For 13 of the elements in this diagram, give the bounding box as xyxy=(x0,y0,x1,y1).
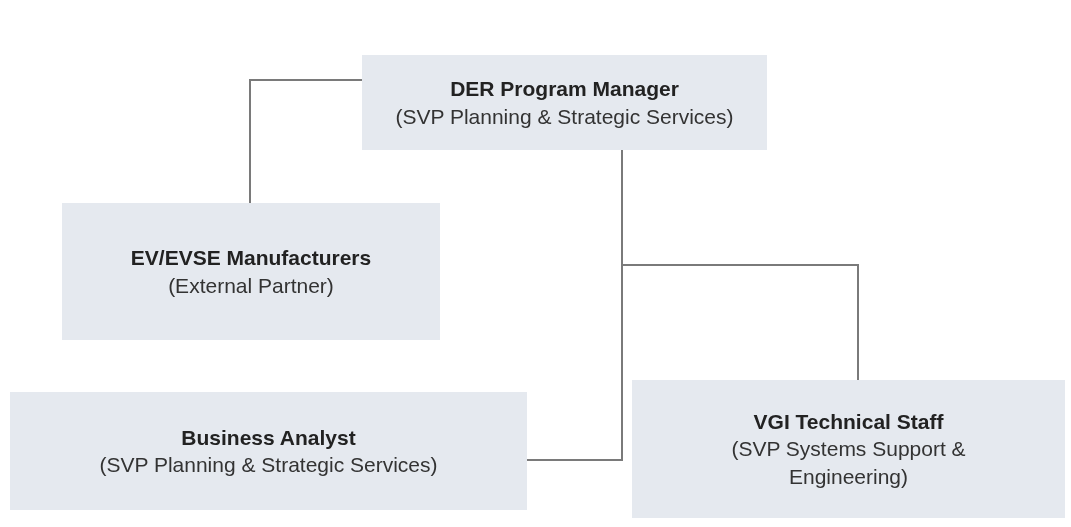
role-box xyxy=(362,55,767,150)
role-title: VGI Technical Staff xyxy=(753,409,944,436)
role-department: (SVP Planning & Strategic Services) xyxy=(395,103,734,130)
role-title: DER Program Manager xyxy=(450,76,679,103)
connector-line xyxy=(249,79,363,204)
role-box xyxy=(10,392,527,510)
role-department: (SVP Systems Support & Engineering) xyxy=(730,436,967,490)
role-title: EV/EVSE Manufacturers xyxy=(130,245,372,272)
role-title: Business Analyst xyxy=(181,424,356,451)
role-department: (SVP Planning & Strategic Services) xyxy=(99,452,438,478)
role-department: (External Partner) xyxy=(168,272,334,299)
role-box xyxy=(632,380,1065,518)
role-box xyxy=(62,203,440,340)
